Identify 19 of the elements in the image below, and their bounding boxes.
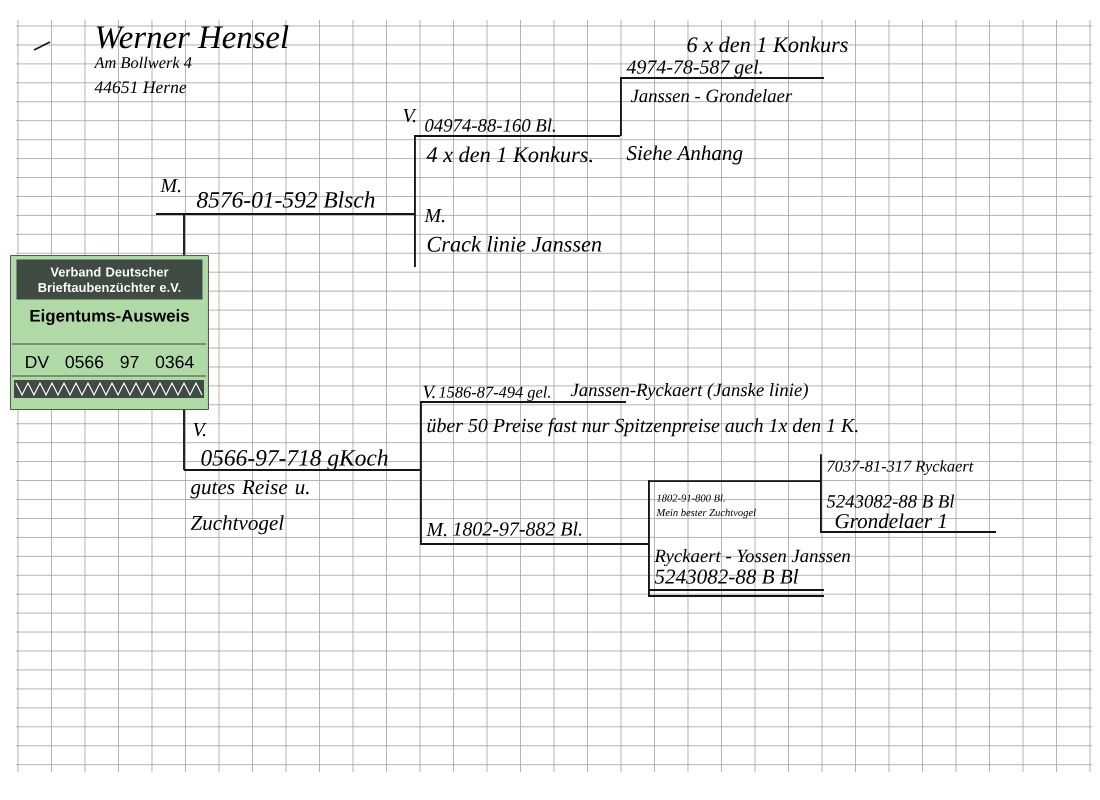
handwritten-address: Am Bollwerk 4: [93, 56, 192, 69]
bracket-line: [647, 543, 650, 597]
handwritten-address: 44651 Herne: [94, 81, 187, 94]
bracket-line: [419, 401, 422, 471]
bracket-line: [183, 213, 185, 256]
bracket-line: [419, 469, 422, 545]
bracket-line: [647, 480, 650, 545]
bracket-line: [413, 213, 416, 267]
handwritten-note: Siehe Anhang: [626, 145, 743, 165]
bracket-line: [819, 480, 822, 533]
bracket-line: [183, 409, 185, 471]
pedigree-entry: 8576-01-592 Blsch M.: [155, 178, 415, 215]
pedigree-entry: 5243082-88 B Bl Grondelaer 1: [819, 494, 997, 533]
pedigree-entry: 7037-81-317 Ryckaert: [827, 460, 974, 476]
handwritten-name: Werner Hensel: [96, 25, 289, 49]
pedigree-entry: 04974-88-160 Bl. V. 4 x den 1 Konkurs.: [403, 108, 621, 163]
bracket-line: [619, 77, 622, 137]
bracket-line: [819, 454, 822, 482]
bracket-line: [413, 135, 416, 215]
